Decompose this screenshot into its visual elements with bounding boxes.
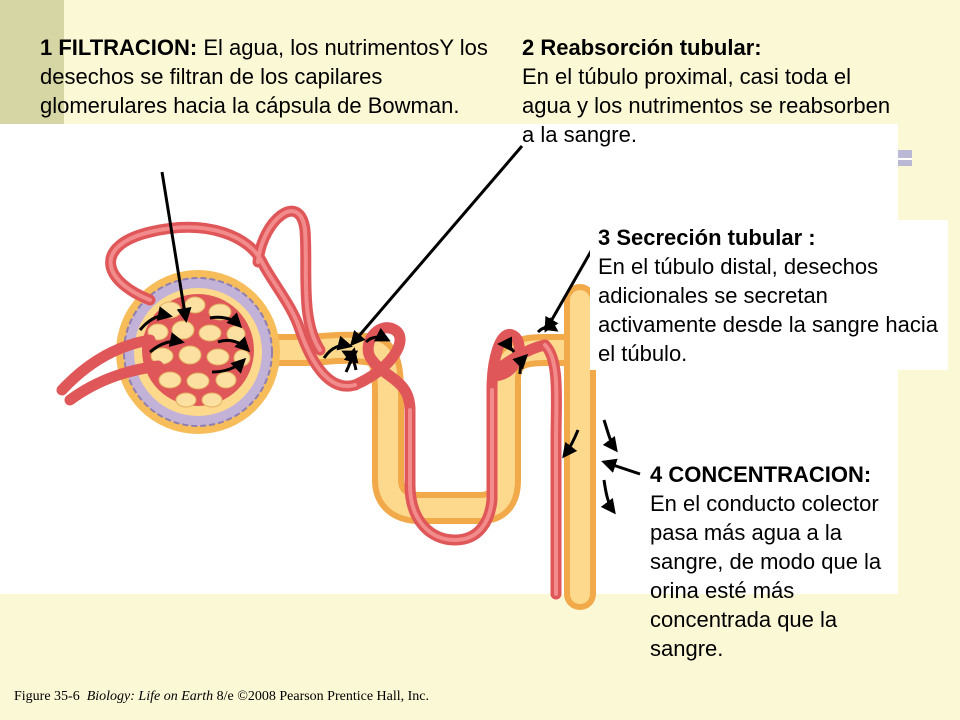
process-arrows [138, 306, 618, 515]
label-reabsorcion-body: En el túbulo proximal, casi toda el agua… [522, 64, 891, 147]
label-filtracion-title: 1 FILTRACION: [40, 35, 198, 60]
leader-arrows [160, 145, 641, 476]
label-secrecion-box [590, 220, 948, 370]
label-secrecion-body: En el túbulo distal, desechos adicionale… [598, 254, 938, 366]
caption-book: Biology: Life on Earth [86, 689, 214, 704]
label-filtracion: 1 FILTRACION: El agua, los nutrimentosY … [40, 33, 510, 120]
figure-caption: Figure 35-6 Biology: Life on Earth 8/e ©… [14, 689, 429, 705]
blood-vessels [56, 205, 562, 600]
caption-figure: Figure 35-6 [14, 689, 80, 704]
edge-marker-line [898, 158, 912, 160]
label-secrecion-title: 3 Secreción tubular : [598, 225, 816, 250]
label-concentracion: 4 CONCENTRACION: En el conducto colector… [650, 460, 912, 663]
label-concentracion-title: 4 CONCENTRACION: [650, 462, 872, 487]
corner-bar [0, 0, 64, 124]
label-concentracion-body: En el conducto colector pasa más agua a … [650, 491, 882, 661]
label-reabsorcion-title: 2 Reabsorción tubular: [522, 35, 762, 60]
label-filtracion-body: El agua, los nutrimentosY los desechos s… [40, 35, 488, 118]
label-reabsorcion: 2 Reabsorción tubular: En el túbulo prox… [522, 33, 898, 149]
label-secrecion: 3 Secreción tubular : En el túbulo dista… [598, 223, 944, 368]
caption-rest: 8/e ©2008 Pearson Prentice Hall, Inc. [213, 689, 430, 704]
